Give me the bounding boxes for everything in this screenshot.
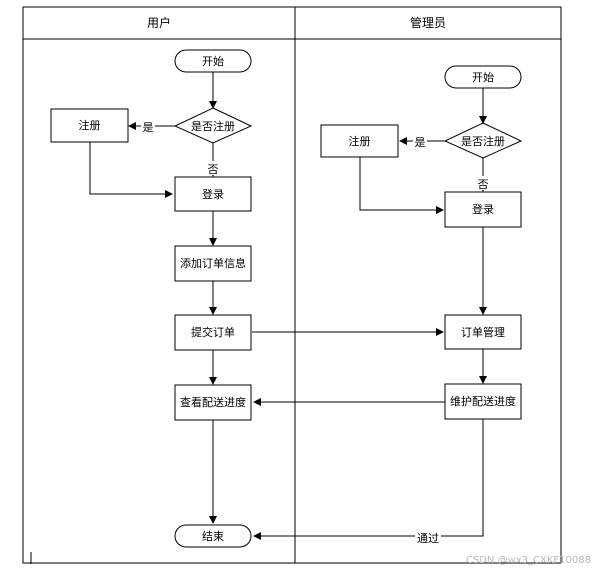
admin-yes-label: 是	[415, 136, 426, 149]
user-yes-label: 是	[143, 121, 154, 134]
user-start-label: 开始	[202, 54, 224, 68]
user-register-label: 注册	[79, 118, 101, 132]
admin-decision-label: 是否注册	[461, 134, 505, 148]
admin-no-label: 否	[478, 178, 489, 191]
admin-login-label: 登录	[472, 202, 494, 216]
user-yes-label-bg	[141, 119, 155, 133]
admin-login-node: 登录	[444, 191, 522, 228]
lane-header-admin: 管理员	[410, 15, 446, 30]
user-decision-node: 是否注册	[173, 107, 253, 144]
user-decision-label: 是否注册	[191, 119, 235, 133]
admin-register-node: 注册	[320, 124, 399, 158]
user-start-node: 开始	[174, 49, 252, 73]
user-view-progress-node: 查看配送进度	[174, 384, 252, 421]
watermark-text: CSDN @wx3_CXKF10088	[466, 555, 591, 566]
user-add-order-label: 添加订单信息	[180, 256, 246, 270]
admin-decision-node: 是否注册	[443, 122, 523, 159]
edge-admin-register-to-login	[359, 157, 444, 214]
pass-label-bg	[415, 530, 441, 544]
user-submit-order-label: 提交订单	[191, 325, 235, 339]
admin-register-label: 注册	[349, 134, 371, 148]
user-add-order-node: 添加订单信息	[174, 245, 252, 282]
user-login-label: 登录	[202, 187, 224, 201]
admin-no-label-bg	[476, 176, 490, 190]
admin-maintain-progress-label: 维护配送进度	[450, 394, 516, 408]
lane-header-user: 用户	[147, 15, 171, 30]
user-no-label-bg	[206, 161, 220, 175]
user-no-label: 否	[208, 163, 219, 176]
pass-label: 通过	[417, 532, 439, 545]
admin-order-manage-label: 订单管理	[461, 325, 505, 339]
admin-yes-label-bg	[413, 134, 427, 148]
admin-maintain-progress-node: 维护配送进度	[444, 383, 522, 420]
admin-order-manage-node: 订单管理	[444, 314, 522, 350]
edge-maintain-to-end	[253, 419, 484, 540]
user-end-label: 结束	[202, 530, 224, 543]
user-register-node: 注册	[50, 108, 129, 143]
swimlane-frame	[22, 6, 562, 564]
user-submit-order-node: 提交订单	[174, 314, 252, 351]
user-login-node: 登录	[174, 176, 252, 212]
edge-user-register-to-login	[89, 142, 173, 198]
user-end-node: 结束	[174, 524, 252, 548]
user-view-progress-label: 查看配送进度	[180, 395, 246, 409]
admin-start-label: 开始	[472, 70, 494, 84]
admin-start-node: 开始	[444, 65, 522, 89]
